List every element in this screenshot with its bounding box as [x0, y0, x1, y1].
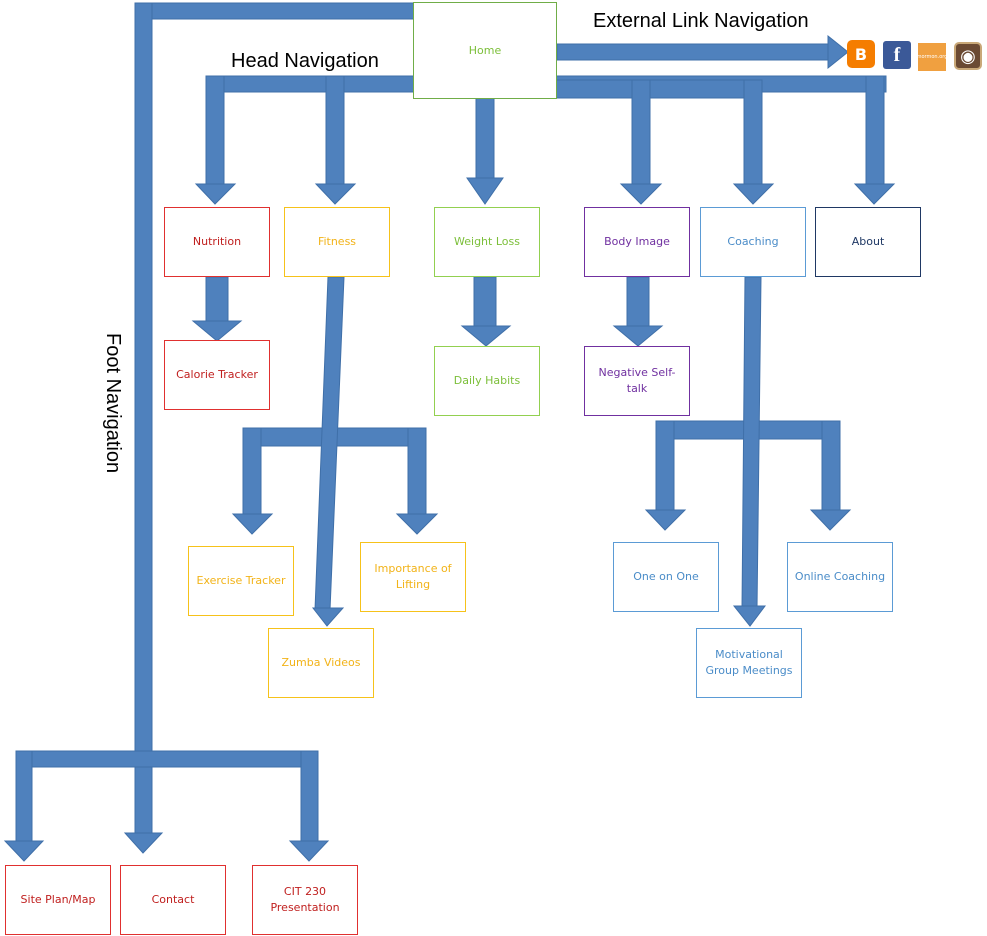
foot-navigation-label: Foot Navigation	[102, 333, 124, 474]
online-coaching-node[interactable]: Online Coaching	[787, 542, 893, 612]
home-node[interactable]: Home	[413, 2, 557, 99]
motivational-group-meetings-node[interactable]: Motivational Group Meetings	[696, 628, 802, 698]
cit-230-presentation-node[interactable]: CIT 230 Presentation	[252, 865, 358, 935]
weight-loss-node[interactable]: Weight Loss	[434, 207, 540, 277]
facebook-icon[interactable]: f	[883, 41, 911, 69]
instagram-icon[interactable]: ◉	[954, 42, 982, 70]
daily-habits-node[interactable]: Daily Habits	[434, 346, 540, 416]
contact-node[interactable]: Contact	[120, 865, 226, 935]
fitness-node[interactable]: Fitness	[284, 207, 390, 277]
coaching-node[interactable]: Coaching	[700, 207, 806, 277]
exercise-tracker-node[interactable]: Exercise Tracker	[188, 546, 294, 616]
importance-of-lifting-node[interactable]: Importance of Lifting	[360, 542, 466, 612]
blogger-icon[interactable]: B	[847, 40, 875, 68]
mormon-org-icon[interactable]: mormon.org	[917, 43, 947, 71]
zumba-videos-node[interactable]: Zumba Videos	[268, 628, 374, 698]
head-navigation-label: Head Navigation	[231, 50, 379, 72]
nutrition-node[interactable]: Nutrition	[164, 207, 270, 277]
body-image-node[interactable]: Body Image	[584, 207, 690, 277]
external-link-navigation-label: External Link Navigation	[593, 10, 809, 32]
negative-self-talk-node[interactable]: Negative Self-talk	[584, 346, 690, 416]
site-plan-map-node[interactable]: Site Plan/Map	[5, 865, 111, 935]
calorie-tracker-node[interactable]: Calorie Tracker	[164, 340, 270, 410]
one-on-one-node[interactable]: One on One	[613, 542, 719, 612]
about-node[interactable]: About	[815, 207, 921, 277]
